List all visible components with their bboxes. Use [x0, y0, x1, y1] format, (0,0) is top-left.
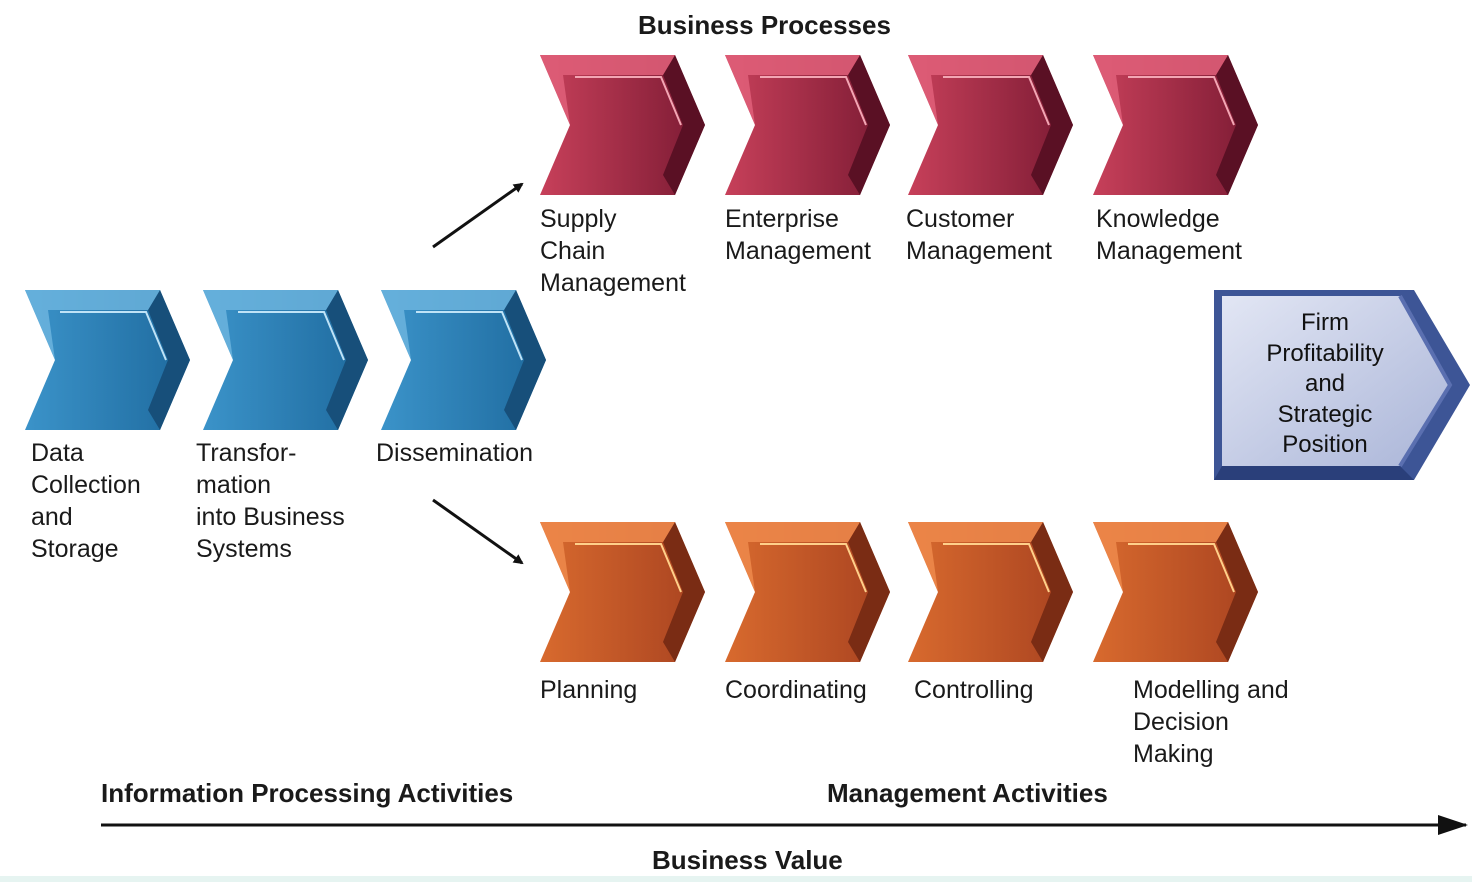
- management-activities-heading: Management Activities: [827, 778, 1108, 808]
- label-enterprise: Enterprise Management: [725, 205, 871, 265]
- label-transformation: Transfor- mation into Business Systems: [196, 439, 345, 563]
- label-firm-profitability: Firm Profitability and Strategic Positio…: [1266, 309, 1384, 458]
- label-data-collection: Data Collection and Storage: [31, 439, 141, 563]
- label-modelling: Modelling and Decision Making: [1133, 676, 1289, 768]
- chevron-modelling: [1093, 522, 1258, 662]
- chevron-enterprise: [725, 55, 890, 195]
- chevron-supply-chain: [540, 55, 705, 195]
- chevron-knowledge: [1093, 55, 1258, 195]
- chevron-planning: [540, 522, 705, 662]
- label-controlling: Controlling: [914, 676, 1034, 704]
- chevron-data-collection: [25, 290, 190, 430]
- business-processes-heading: Business Processes: [638, 10, 891, 40]
- chevron-coordinating: [725, 522, 890, 662]
- bottom-strip: [0, 876, 1472, 882]
- label-planning: Planning: [540, 676, 638, 704]
- chevron-transformation: [203, 290, 368, 430]
- label-knowledge: Knowledge Management: [1096, 205, 1242, 265]
- firm-profitability-block: [1214, 290, 1470, 480]
- chevron-customer: [908, 55, 1073, 195]
- chevron-controlling: [908, 522, 1073, 662]
- label-customer: Customer Management: [906, 205, 1052, 265]
- label-supply-chain: Supply Chain Management: [540, 205, 686, 297]
- chevron-dissemination: [381, 290, 546, 430]
- arrow-to-business-processes: [432, 182, 524, 249]
- label-coordinating: Coordinating: [725, 676, 867, 704]
- arrow-to-management-activities: [432, 498, 524, 565]
- label-dissemination: Dissemination: [376, 439, 534, 467]
- information-processing-heading: Information Processing Activities: [101, 778, 514, 808]
- business-value-label: Business Value: [652, 845, 843, 875]
